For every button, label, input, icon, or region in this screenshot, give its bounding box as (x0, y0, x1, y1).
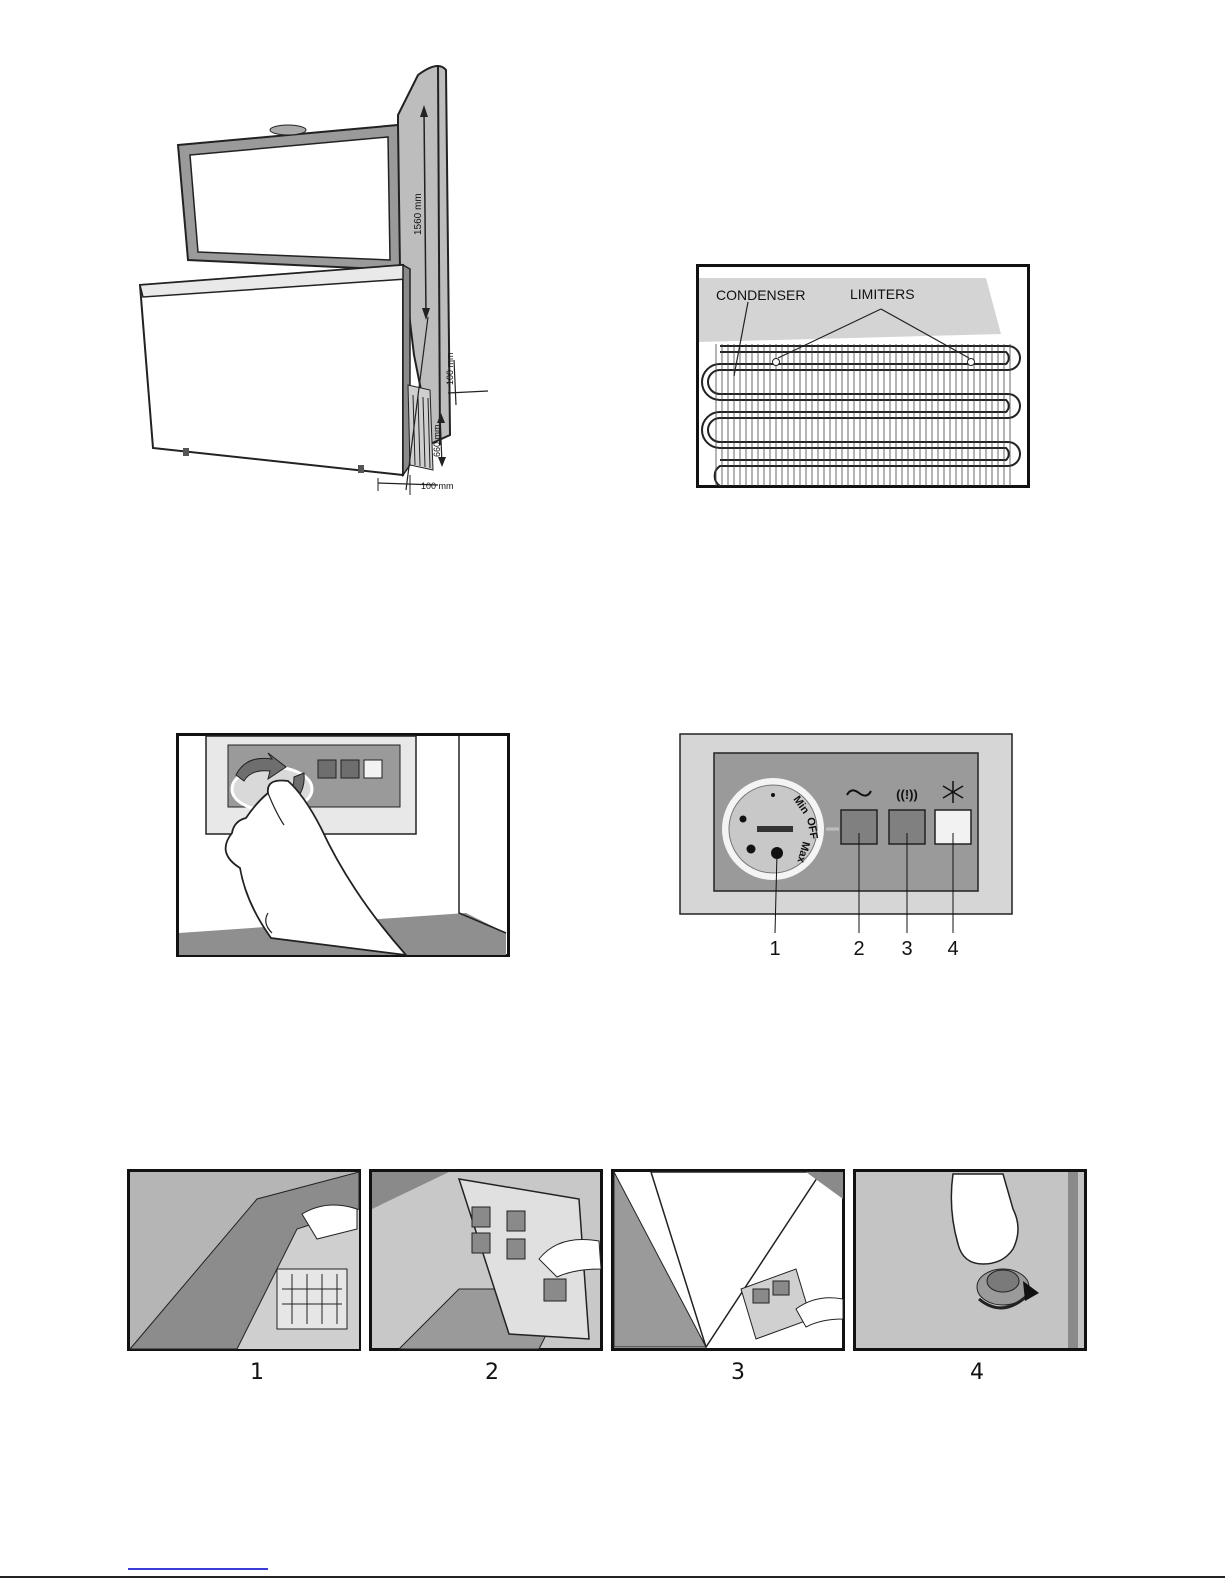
dim-height-label: 1560 mm (413, 193, 424, 235)
alarm-icon: ((!)) (896, 787, 918, 802)
svg-text:((!)): ((!)) (896, 787, 918, 802)
footer-rule (0, 1576, 1225, 1578)
freezer-installation-figure: 1560 mm 100 mm 660 mm 100 mm (128, 55, 498, 500)
step-label-1: 1 (237, 1360, 277, 1385)
dim-bottom-gap-label: 100 mm (421, 481, 454, 491)
step-panel-2 (369, 1169, 603, 1351)
condenser-figure: CONDENSER LIMITERS (696, 264, 1030, 488)
callout-4: 4 (947, 938, 958, 960)
dim-top-gap-label: 100 mm (445, 352, 455, 385)
step-panel-4 (853, 1169, 1087, 1351)
thermostat-adjust-figure (176, 733, 510, 957)
step-label-3: 3 (718, 1360, 758, 1385)
callout-1: 1 (769, 938, 780, 960)
limiters-label: LIMITERS (850, 286, 915, 302)
step-label-2: 2 (472, 1360, 512, 1385)
callout-3: 3 (901, 938, 912, 960)
callout-2: 2 (853, 938, 864, 960)
control-panel-figure: Min OFF Max ((!)) 1 2 3 4 (679, 733, 1013, 963)
footer-link-underline[interactable] (128, 1568, 268, 1570)
condenser-label: CONDENSER (716, 287, 805, 303)
step-label-4: 4 (957, 1360, 997, 1385)
step-panel-3 (611, 1169, 845, 1351)
dim-side-label: 660 mm (432, 424, 442, 457)
step-panel-1 (127, 1169, 361, 1351)
